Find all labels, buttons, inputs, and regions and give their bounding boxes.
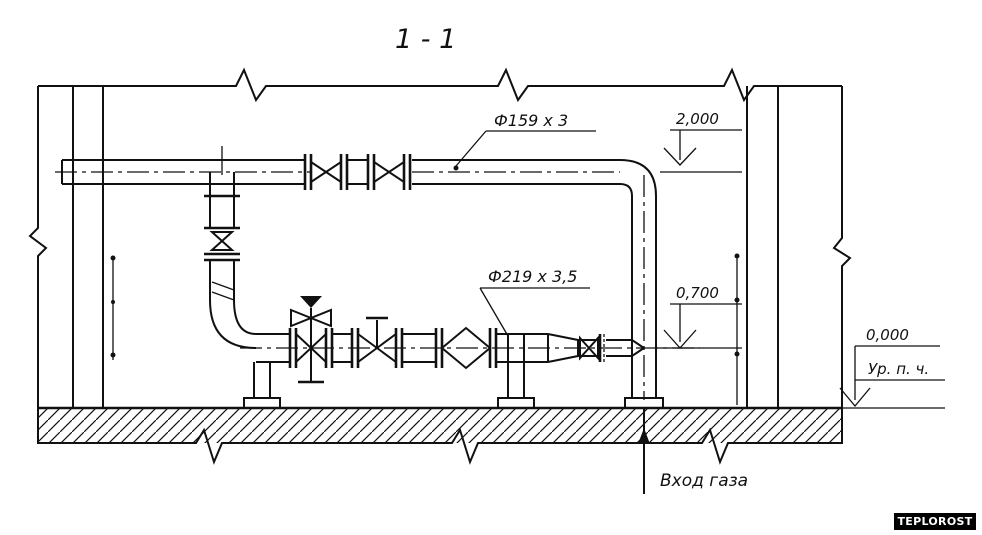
level-ticks-right — [734, 253, 740, 405]
floor-slab — [37, 406, 945, 465]
lower-gate-valve — [288, 296, 334, 384]
section-title: 1 - 1 — [395, 24, 456, 55]
lower-shutoff-valve — [357, 316, 436, 368]
lower-tee — [496, 333, 579, 372]
upper-pipe-size: Ф159 х 3 — [494, 111, 568, 130]
right-riser — [624, 175, 664, 409]
middle-support — [497, 372, 535, 409]
lower-pipe-size: Ф219 х 3,5 — [488, 267, 577, 286]
lower-pipe-label: Ф219 х 3,5 — [479, 267, 590, 337]
gas-inlet-arrow: Вход газа — [638, 408, 748, 494]
elevation-lower-mark: 0,700 — [656, 284, 742, 349]
elevation-upper-value: 2,000 — [676, 110, 719, 128]
upper-valve-2 — [366, 154, 412, 190]
left-support — [243, 362, 281, 409]
floor-level-label: Ур. п. ч. — [868, 360, 929, 378]
left-drop — [204, 146, 257, 349]
lower-pipe — [240, 333, 700, 363]
watermark-text: TEPLOROST — [897, 515, 973, 528]
elevation-upper-mark: 2,000 — [660, 110, 742, 173]
building-outline — [28, 67, 852, 408]
upper-pipe — [55, 159, 657, 197]
gas-inlet-label: Вход газа — [660, 471, 748, 491]
elevation-zero-mark: 0,000 Ур. п. ч. — [839, 326, 945, 408]
elevation-lower-value: 0,700 — [676, 284, 719, 302]
upper-valve-1 — [303, 154, 368, 190]
elevation-zero-value: 0,000 — [866, 326, 909, 344]
lower-check-valve — [578, 334, 646, 362]
level-ticks-left — [110, 255, 116, 360]
upper-pipe-label: Ф159 х 3 — [453, 111, 596, 171]
watermark-badge: TEPLOROST — [894, 513, 976, 530]
